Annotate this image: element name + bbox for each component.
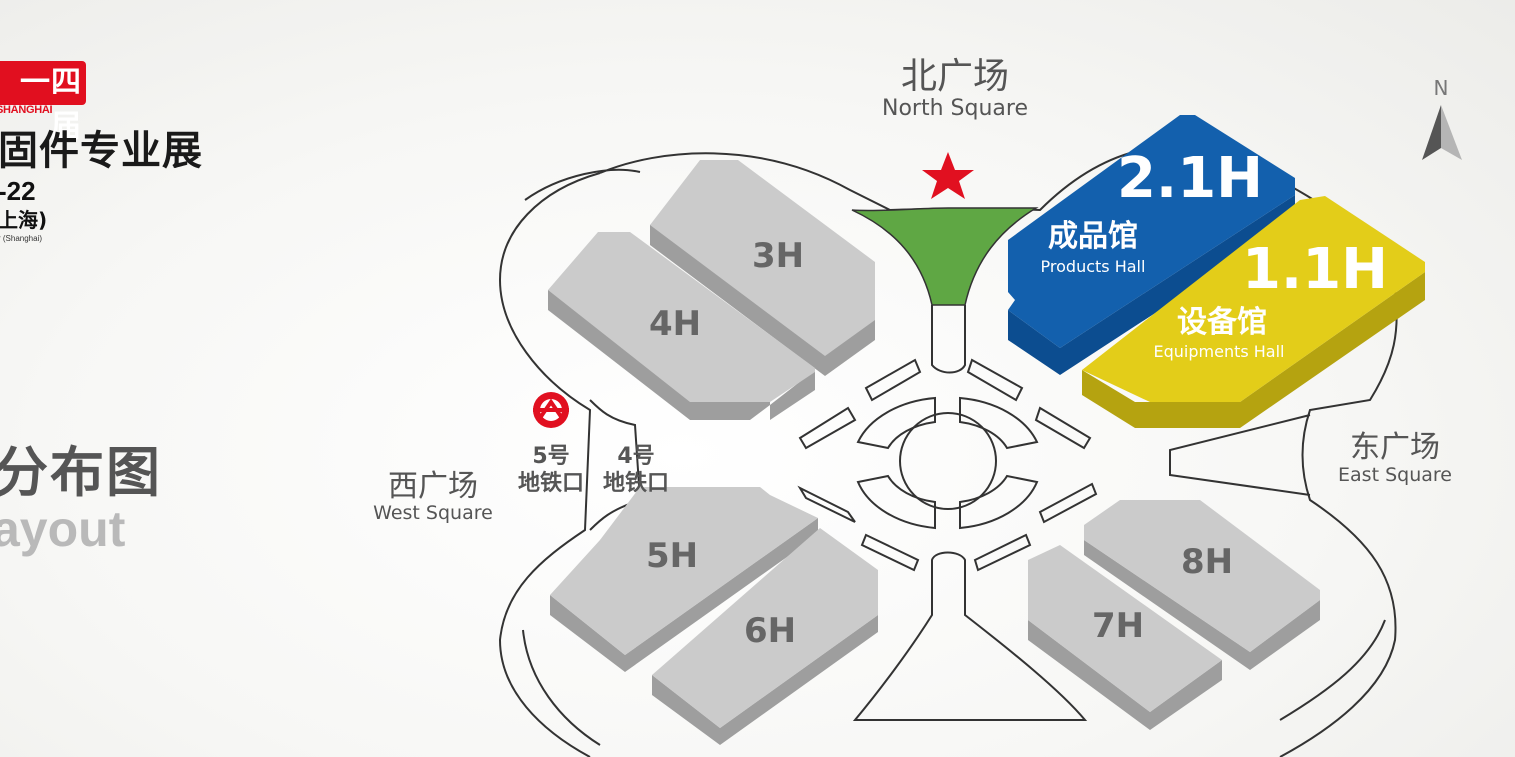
hall-8h-label: 8H <box>1181 542 1233 582</box>
hall-1-1h-name: 1.1H <box>1242 237 1388 302</box>
hall-2-1h: 2.1H 成品馆 Products Hall <box>1008 115 1295 375</box>
exhibition-title: 固件专业展 <box>0 128 203 174</box>
edition-badge: 一四届 <box>0 61 86 144</box>
hall-4h: 4H <box>548 232 815 420</box>
exhibition-date: -22 <box>0 176 36 206</box>
metro-icon <box>533 392 569 428</box>
hall-1-1h-en: Equipments Hall <box>1154 342 1285 361</box>
hall-5h-label: 5H <box>646 536 698 576</box>
hall-7h: 7H <box>1028 545 1222 730</box>
north-arrow-icon: N <box>1422 76 1462 160</box>
metro-exit-4-label: 地铁口 <box>603 470 669 496</box>
east-square-cn: 东广场 <box>1350 430 1440 465</box>
layout-heading-cn: 分布图 <box>0 441 162 504</box>
north-plaza <box>851 207 1039 306</box>
hall-3h: 3H <box>650 160 875 376</box>
metro-exit-5-line: 5号 <box>532 444 569 469</box>
east-square-en: East Square <box>1338 464 1452 486</box>
north-square-cn: 北广场 <box>901 56 1009 97</box>
west-square-en: West Square <box>373 502 493 524</box>
metro-exit-4-line: 4号 <box>617 444 654 469</box>
hall-3h-label: 3H <box>752 236 804 276</box>
edition-subtitle: SHANGHAI <box>0 104 53 116</box>
exhibition-venue: 上海) <box>0 208 48 232</box>
north-square-en: North Square <box>882 96 1028 121</box>
exhibition-venue-en: r (Shanghai) <box>0 234 43 243</box>
hall-2-1h-cn: 成品馆 <box>1048 219 1138 254</box>
hall-4h-label: 4H <box>649 304 701 344</box>
central-plaza <box>797 358 1098 572</box>
metro-exit-5-label: 地铁口 <box>518 470 584 496</box>
hall-6h-label: 6H <box>744 611 796 651</box>
hall-6h: 6H <box>652 528 878 745</box>
hall-1-1h-cn: 设备馆 <box>1177 305 1267 340</box>
hall-2-1h-en: Products Hall <box>1041 257 1146 276</box>
hall-1-1h: 1.1H 设备馆 Equipments Hall <box>1082 196 1425 428</box>
layout-heading-en: ayout <box>0 501 126 557</box>
hall-5h: 5H <box>550 487 818 672</box>
hall-8h: 8H <box>1084 500 1320 670</box>
west-square-cn: 西广场 <box>388 469 478 504</box>
compass-label: N <box>1434 76 1449 100</box>
star-icon <box>922 152 974 199</box>
hall-7h-label: 7H <box>1092 606 1144 646</box>
hall-2-1h-name: 2.1H <box>1117 146 1263 211</box>
